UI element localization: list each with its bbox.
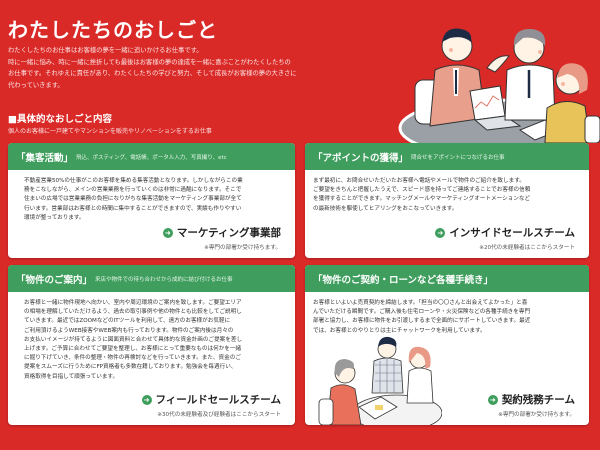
card-property-guide: 「物件のご案内」 来店や物件での待ち合わせから成約に結び付けるお仕事 お客様と一… [8, 265, 295, 425]
arrow-right-circle-icon: ➜ [141, 394, 152, 405]
business-meeting-illustration [398, 28, 600, 143]
card-header: 「物件のご案内」 来店や物件での待ち合わせから成約に結び付けるお仕事 [8, 265, 295, 292]
arrow-right-circle-icon: ➜ [435, 227, 446, 238]
card-body-line: 住まいの広場では営業業務の負担になりがちな集客活動をマーケティング事業部が全て [24, 196, 242, 203]
team-note: ※20代の未経験者はここからスタート [479, 245, 575, 251]
card-description: 問合せをアポイントにつなげるお仕事 [411, 154, 505, 161]
card-body-line: んでいただける瞬間です。ご購入後も住宅ローンや・火災保険などの各種手続きを専門 [313, 309, 531, 316]
team-link-marketing[interactable]: ➜ マーケティング事業部 [162, 225, 281, 240]
card-title: 「アポイントの獲得」 [313, 152, 409, 164]
arrow-right-circle-icon: ➜ [487, 394, 498, 405]
team-name: インサイドセールスチーム [449, 227, 575, 239]
card-description: 飛込、ポスティング、電話帳、ポータル入力、写真撮り、etc [76, 154, 227, 161]
card-body-line: に掘り下げていき、条件の整理・物件の再検討などを行っていきます。また、資金のご [24, 355, 241, 362]
card-title: 「物件のご契約・ローンなど各種手続き」 [313, 274, 494, 286]
team-link-contract[interactable]: ➜ 契約残務チーム [487, 392, 575, 407]
section-title: ■具体的なおしごと内容 [8, 114, 112, 125]
arrow-right-circle-icon: ➜ [162, 227, 173, 238]
card-body-line: お支払いイメージが持てるように図面資料と合わせて具体的な資金計画のご提案を差し [24, 336, 243, 343]
team-note: ※30代の未経験者及び経験者はここからスタート [157, 412, 281, 418]
card-contract: 「物件のご契約・ローンなど各種手続き」 お客様といよいよ売買契約を締結します。「… [305, 265, 589, 425]
intro-line: お仕事です。それゆえに責任があり、わたくしたちの学びと努力、そして成長がお客様の… [8, 70, 297, 77]
card-body-line: お客様と一緒に物件現地へ向かい、室内や周辺環境のご案内を致します。ご要望エリア [24, 300, 242, 306]
page-title: わたしたちのおしごと [8, 18, 218, 42]
card-body-line: ご利用頂けるようWEB接客やWEB案内も行っております。物件のご案内後は月々の [24, 327, 234, 334]
intro-line: 代わっていきます。 [8, 81, 64, 89]
card-appointment: 「アポイントの獲得」 問合せをアポイントにつなげるお仕事 まず最初に、お問合せい… [305, 143, 589, 258]
card-body-line: まず最初に、お問合せいただいたお客様へ電話やメールで物件のご紹介を致します。 [313, 178, 525, 184]
section-subtitle: 個人のお客様に一戸建てやマンションを販売やリノベーションをするお仕事 [8, 128, 212, 135]
card-body-line: 上げます。ご予算に合わせてご要望を整理し、お客様にとって重要なものは何かを一緒 [24, 346, 242, 353]
consultation-illustration [318, 336, 442, 425]
card-body-line: 提案をスムーズに行うためにFP資格者も多数在籍しております。勉強会を毎週行い、 [24, 364, 237, 371]
team-note: ※専門の部署か受け持ちます。 [204, 245, 281, 251]
card-description: 来店や物件での待ち合わせから成約に結び付けるお仕事 [95, 276, 233, 283]
card-body-line: お客様といよいよ売買契約を締結します。「担当の〇〇さんと出会えてよかった」と喜 [313, 300, 528, 306]
team-name: フィールドセールスチーム [155, 394, 281, 406]
card-body: まず最初に、お問合せいただいたお客様へ電話やメールで物件のご紹介を致します。 ご… [305, 170, 589, 214]
card-body-line: ていきます。最近ではZOOMなどのITツールを利用して、遠方のお客様がお気軽に [24, 318, 231, 325]
card-body-line: 部署と協力し、お客様に物件をお引渡しするまで全面的にサポートしていきます。最近 [313, 318, 531, 325]
team-name: マーケティング事業部 [176, 227, 281, 239]
team-link-inside-sales[interactable]: ➜ インサイドセールスチーム [435, 225, 575, 240]
card-title: 「集客活動」 [16, 152, 74, 164]
card-body-line: ご要望をきちんと把握したうえで、スピード感を持ってご連絡することでお客様の信頼 [313, 187, 531, 194]
card-body: 不動産営業50%の仕事がこのお客様を集める集客活動となります。しかしながらこの業… [8, 170, 295, 223]
intro-line: 時に一緒に悩み、時に一緒に挫折しても最後はお客様の夢の達成を一緒に喜ぶことがわた… [8, 58, 291, 66]
card-body-line: 務をこなしながら、メインの営業業務を行っていくのは非常に過酷になります。そこで [24, 187, 242, 194]
intro-text: わたくしたちのお仕事はお客様の夢を一緒に追いかけるお仕事です。 時に一緒に悩み、… [8, 45, 388, 91]
card-marketing: 「集客活動」 飛込、ポスティング、電話帳、ポータル入力、写真撮り、etc 不動産… [8, 143, 295, 258]
card-body: お客様といよいよ売買契約を締結します。「担当の〇〇さんと出会えてよかった」と喜 … [305, 292, 589, 336]
intro-line: わたくしたちのお仕事はお客様の夢を一緒に追いかけるお仕事です。 [8, 47, 203, 54]
card-body-line: を獲得することができます。マッチングメールやマーケティングオートメーションなど [313, 196, 531, 203]
card-body-line: 環境が整っております。 [24, 214, 85, 221]
card-header: 「物件のご契約・ローンなど各種手続き」 [305, 265, 589, 292]
card-body-line: の最新技術を駆使してヒアリングをおこなっていきます。 [313, 205, 458, 212]
card-body-line: 資格取得を目指して頑張っています。 [24, 373, 119, 380]
team-name: 契約残務チーム [501, 394, 575, 406]
team-link-field-sales[interactable]: ➜ フィールドセールスチーム [141, 392, 281, 407]
card-body-line: の相場を理解していただけるよう、過去の取引事例や他の物件とも比較をしてご説明し [24, 309, 242, 316]
card-body-line: では、お客様とのやりとりは主にチャットワークを利用しています。 [313, 327, 486, 334]
card-body: お客様と一緒に物件現地へ向かい、室内や周辺環境のご案内を致します。ご要望エリア … [8, 292, 295, 382]
card-body-line: 行います。営業部はお客様との時間に集中することができますので、実績も作りやすい [24, 205, 242, 212]
card-header: 「アポイントの獲得」 問合せをアポイントにつなげるお仕事 [305, 143, 589, 170]
card-header: 「集客活動」 飛込、ポスティング、電話帳、ポータル入力、写真撮り、etc [8, 143, 295, 170]
team-note: ※専門の部署か受け持ちます。 [498, 412, 575, 418]
card-title: 「物件のご案内」 [16, 274, 93, 286]
card-body-line: 不動産営業50%の仕事がこのお客様を集める集客活動となります。しかしながらこの業 [24, 178, 243, 184]
